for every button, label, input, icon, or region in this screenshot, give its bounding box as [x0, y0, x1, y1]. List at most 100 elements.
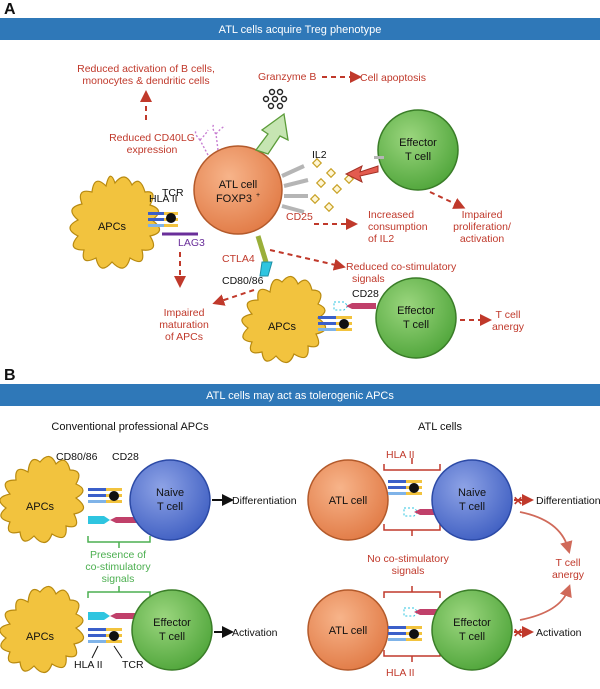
hla-bar-3 — [148, 224, 164, 227]
label-reduced-activation-2: monocytes & dendritic cells — [82, 75, 209, 87]
label-cd28-b: CD28 — [112, 451, 139, 463]
arrow-impaired-prolif — [429, 191, 466, 209]
naive-cell-b1 — [129, 459, 211, 541]
atl-b1-label: ATL cell — [329, 495, 368, 507]
label-impaired-prolif-3: activation — [460, 233, 505, 245]
effector-receptor-a — [374, 156, 384, 159]
leader-tcr — [113, 645, 123, 659]
granzyme-arrow — [254, 112, 289, 155]
naive-b2-line1: Naive — [458, 487, 486, 499]
label-reduced-costim-2: signals — [352, 273, 385, 285]
label-hla-left: HLA II — [74, 659, 103, 671]
hla-bar-2 — [148, 218, 164, 221]
label-impaired-prolif-1: Impaired — [462, 209, 503, 221]
naive-b1-line2: T cell — [157, 501, 183, 513]
effector-a-bottom-line1: Effector — [397, 305, 435, 317]
label-activation-r: Activation — [536, 627, 582, 639]
label-tcr-left: TCR — [122, 659, 144, 671]
tcr-bar-3 — [164, 224, 178, 227]
effector-b1-line1: Effector — [153, 617, 191, 629]
panel-a-banner — [0, 18, 600, 40]
effector-b1-line2: T cell — [159, 631, 185, 643]
granzyme-granules-icon — [262, 88, 288, 110]
atl-cell-b2 — [307, 589, 389, 671]
synapse-a-lower — [318, 301, 376, 331]
label-differentiation: Differentiation — [232, 495, 297, 507]
bracket-nocostim-bottom — [383, 586, 441, 598]
label-hla-bottom: HLA II — [386, 667, 415, 679]
label-anergy-b-2: anergy — [552, 569, 585, 581]
effector-cell-a-top — [377, 109, 459, 191]
label-reduced-activation-1: Reduced activation of B cells, — [77, 63, 215, 75]
label-granzyme: Granzyme B — [258, 71, 316, 83]
label-presence-1: Presence of — [90, 549, 146, 561]
effector-b2-line2: T cell — [459, 631, 485, 643]
label-anergy-b-1: T cell — [556, 557, 581, 569]
effector-a-top-line1: Effector — [399, 137, 437, 149]
bracket-nocostim-top — [383, 524, 441, 536]
atl-a-line1: ATL cell — [219, 179, 258, 191]
apc-a2-label: APCs — [268, 321, 297, 333]
blocked-x-icon-2: ✕ — [513, 626, 523, 640]
effector-a-bottom-line2: T cell — [403, 319, 429, 331]
naive-cell-b2 — [431, 459, 513, 541]
panel-b-banner-text: ATL cells may act as tolerogenic APCs — [206, 390, 394, 402]
label-ctla4: CTLA4 — [222, 253, 255, 265]
panel-b-banner — [0, 384, 600, 406]
bracket-presence-top — [87, 536, 151, 548]
panel-a-letter: A — [4, 1, 16, 18]
label-differentiation-r: Differentiation — [536, 495, 600, 507]
label-anergy-a-2: anergy — [492, 321, 525, 333]
effector-b2-line1: Effector — [453, 617, 491, 629]
apc-cell-b2 — [0, 585, 85, 674]
il2-uptake-arrow — [344, 165, 379, 183]
effector-cell-b1 — [131, 589, 213, 671]
synapse-b2 — [88, 612, 140, 643]
apc-b2-label: APCs — [26, 631, 55, 643]
hla-bar-1 — [148, 212, 164, 215]
label-cd28-a: CD28 — [352, 288, 379, 300]
atl-cell-b1 — [307, 459, 389, 541]
label-presence-3: signals — [102, 573, 135, 585]
label-tcr-a: TCR — [162, 187, 184, 199]
apc-cell-a2 — [241, 275, 327, 364]
effector-cell-b2 — [431, 589, 513, 671]
panel-b-letter: B — [4, 367, 16, 384]
atl-cell-a — [193, 145, 283, 235]
label-reduced-costim-1: Reduced co-stimulatory — [346, 261, 457, 273]
atl-a-sup: + — [256, 192, 260, 199]
label-impaired-maturation-2: maturation — [159, 319, 209, 331]
bracket-hla-bottom — [383, 650, 441, 662]
label-increased-1: Increased — [368, 209, 414, 221]
label-cd25: CD25 — [286, 211, 313, 223]
label-increased-3: of IL2 — [368, 233, 394, 245]
curve-to-anergy-top — [519, 511, 573, 555]
label-nocostim-1: No co-stimulatory — [367, 553, 449, 565]
label-cd40lg-2: expression — [127, 144, 178, 156]
label-impaired-prolif-2: proliferation/ — [453, 221, 511, 233]
right-title: ATL cells — [418, 421, 463, 433]
effector-a-top-line2: T cell — [405, 151, 431, 163]
label-apoptosis: Cell apoptosis — [360, 72, 426, 84]
label-activation: Activation — [232, 627, 278, 639]
bracket-presence-bottom — [87, 586, 151, 598]
label-increased-2: consumption — [368, 221, 428, 233]
apc-cell-b1 — [0, 455, 85, 544]
label-cd8086-a: CD80/86 — [222, 275, 264, 287]
apc-cell-a1 — [69, 175, 161, 269]
leader-hla — [91, 645, 99, 659]
label-presence-2: co-stimulatory — [85, 561, 151, 573]
cd8086-receptor-a — [259, 261, 273, 277]
cd25-receptors — [281, 164, 309, 214]
ctla4-bar — [255, 235, 269, 263]
bracket-hla-top — [383, 458, 441, 471]
label-nocostim-2: signals — [392, 565, 425, 577]
naive-b1-line1: Naive — [156, 487, 184, 499]
atl-b2-label: ATL cell — [329, 625, 368, 637]
apc-b1-label: APCs — [26, 501, 55, 513]
arrow-reduced-costim — [269, 249, 346, 271]
naive-b2-line2: T cell — [459, 501, 485, 513]
label-cd40lg-1: Reduced CD40LG — [109, 132, 195, 144]
arrow-impaired-maturation-2 — [212, 289, 255, 306]
